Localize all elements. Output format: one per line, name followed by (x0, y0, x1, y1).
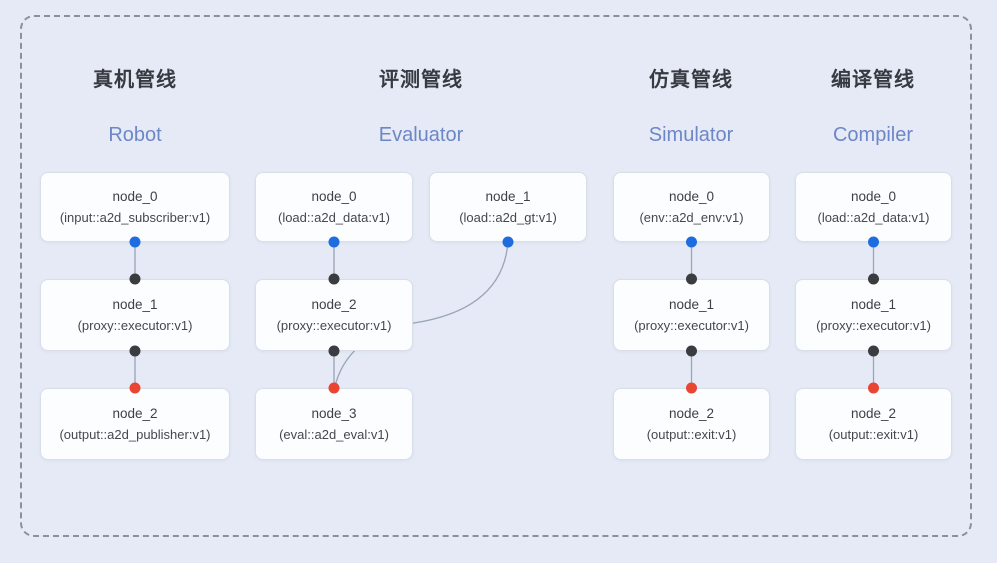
pipeline-title-zh-simulator: 仿真管线 (649, 69, 733, 91)
node-box-evaluator-node_2: node_2 (proxy::executor:v1) (255, 279, 413, 351)
node-box-robot-node_2: node_2 (output::a2d_publisher:v1) (40, 388, 230, 460)
node-box-evaluator-node_0: node_0 (load::a2d_data:v1) (255, 172, 413, 242)
node-box-robot-node_0: node_0 (input::a2d_subscriber:v1) (40, 172, 230, 242)
node-name: node_0 (850, 189, 897, 204)
node-type: (input::a2d_subscriber:v1) (59, 210, 211, 225)
node-name: node_2 (850, 406, 897, 421)
node-type: (proxy::executor:v1) (276, 318, 392, 333)
node-name: node_1 (485, 189, 531, 204)
node-box-robot-node_1: node_1 (proxy::executor:v1) (40, 279, 230, 351)
node-type: (proxy::executor:v1) (816, 318, 931, 333)
pipeline-title-en-compiler: Compiler (832, 124, 914, 146)
node-box-compiler-node_1: node_1 (proxy::executor:v1) (795, 279, 952, 351)
node-name: node_0 (668, 189, 715, 204)
node-box-compiler-node_0: node_0 (load::a2d_data:v1) (795, 172, 952, 242)
node-type: (output::exit:v1) (828, 427, 919, 442)
node-box-simulator-node_0: node_0 (env::a2d_env:v1) (613, 172, 770, 242)
node-type: (output::exit:v1) (646, 427, 737, 442)
node-name: node_1 (112, 297, 158, 312)
node-name: node_1 (850, 297, 897, 312)
pipeline-title-en-evaluator: Evaluator (378, 124, 464, 146)
pipeline-title-zh-evaluator: 评测管线 (379, 69, 463, 91)
pipeline-title-en-robot: Robot (108, 124, 162, 146)
pipeline-title-en-simulator: Simulator (648, 124, 734, 146)
node-type: (load::a2d_data:v1) (817, 210, 930, 225)
node-type: (load::a2d_data:v1) (277, 210, 391, 225)
node-name: node_0 (112, 189, 158, 204)
node-type: (output::a2d_publisher:v1) (59, 427, 211, 442)
node-name: node_1 (668, 297, 715, 312)
node-name: node_2 (668, 406, 715, 421)
node-box-compiler-node_2: node_2 (output::exit:v1) (795, 388, 952, 460)
pipeline-title-zh-robot: 真机管线 (93, 69, 177, 91)
node-name: node_2 (311, 297, 357, 312)
node-type: (proxy::executor:v1) (77, 318, 193, 333)
pipeline-title-zh-compiler: 编译管线 (831, 69, 915, 91)
node-name: node_2 (112, 406, 158, 421)
node-box-simulator-node_1: node_1 (proxy::executor:v1) (613, 279, 770, 351)
node-name: node_0 (311, 189, 357, 204)
node-type: (proxy::executor:v1) (634, 318, 749, 333)
node-box-simulator-node_2: node_2 (output::exit:v1) (613, 388, 770, 460)
node-name: node_3 (311, 406, 357, 421)
node-type: (load::a2d_gt:v1) (459, 210, 557, 225)
node-type: (eval::a2d_eval:v1) (279, 427, 389, 442)
dashed-frame (20, 15, 972, 537)
node-box-evaluator-node_3: node_3 (eval::a2d_eval:v1) (255, 388, 413, 460)
node-type: (env::a2d_env:v1) (639, 210, 744, 225)
node-box-evaluator-node_1: node_1 (load::a2d_gt:v1) (429, 172, 587, 242)
